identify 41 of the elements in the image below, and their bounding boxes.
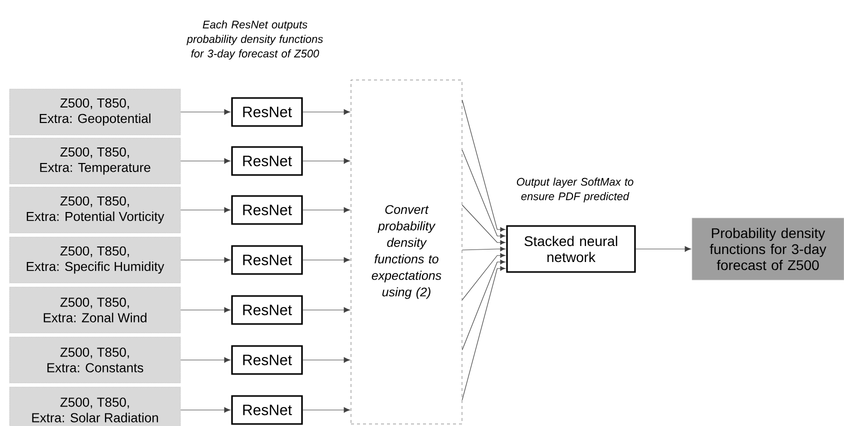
- input-box: Z500, T850, Extra: Temperature: [9, 138, 181, 184]
- resnet-box: ResNet: [231, 146, 303, 176]
- arrow: [302, 109, 350, 115]
- arrow: [180, 257, 230, 263]
- input-box: Z500, T850, Extra: Zonal Wind: [9, 286, 181, 334]
- input-box: Z500, T850, Extra: Constants: [9, 336, 181, 384]
- resnet-box: ResNet: [231, 195, 303, 225]
- input-box: Z500, T850, Extra: Solar Radiation: [9, 386, 181, 426]
- annotation-text: Each ResNet outputs probability density functions for 3-day forecast of Z500: [186, 20, 323, 60]
- resnet-box: ResNet: [231, 97, 303, 127]
- arrow: [302, 307, 350, 313]
- arrow: [180, 207, 230, 213]
- arrow: [180, 158, 230, 164]
- resnet-box: ResNet: [231, 345, 303, 375]
- resnet-box: ResNet: [231, 295, 303, 325]
- arrow: [462, 260, 506, 350]
- output-box: Probability density functions for 3-day forecast of Z500: [692, 218, 844, 280]
- arrow: [302, 357, 350, 363]
- resnet-box: ResNet: [231, 395, 303, 425]
- arrow: [462, 100, 506, 232]
- arrow: [462, 204, 506, 245]
- arrow: [302, 207, 350, 213]
- arrow: [180, 109, 230, 115]
- input-box: Z500, T850, Extra: Specific Humidity: [9, 236, 181, 284]
- resnet-box: ResNet: [231, 245, 303, 275]
- arrow: [302, 158, 350, 164]
- input-box: Z500, T850, Extra: Geopotential: [9, 88, 181, 136]
- arrow: [462, 266, 506, 400]
- arrow: [302, 407, 350, 413]
- arrow: [180, 407, 230, 413]
- arrow: [462, 150, 506, 238]
- input-box: Z500, T850, Extra: Potential Vorticity: [9, 186, 181, 234]
- convert-box: Convert probability density functions to expectations using (2): [350, 80, 462, 424]
- arrow: [180, 357, 230, 363]
- arrow: [636, 246, 691, 252]
- annotation-text: Output layer SoftMax to ensure PDF predicted: [516, 178, 634, 202]
- arrow: [462, 246, 506, 252]
- network-box: Stacked neural network: [506, 225, 636, 273]
- arrow: [462, 253, 506, 300]
- arrow: [180, 307, 230, 313]
- arrow: [302, 257, 350, 263]
